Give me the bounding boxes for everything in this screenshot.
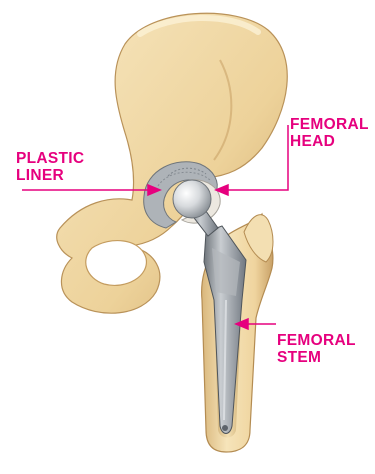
femoral-head-label: FEMORAL HEAD	[290, 116, 369, 150]
femoral-head-shape	[173, 180, 211, 218]
plastic-liner-label: PLASTIC LINER	[16, 150, 84, 184]
femoral-stem-label: FEMORAL STEM	[277, 332, 356, 366]
